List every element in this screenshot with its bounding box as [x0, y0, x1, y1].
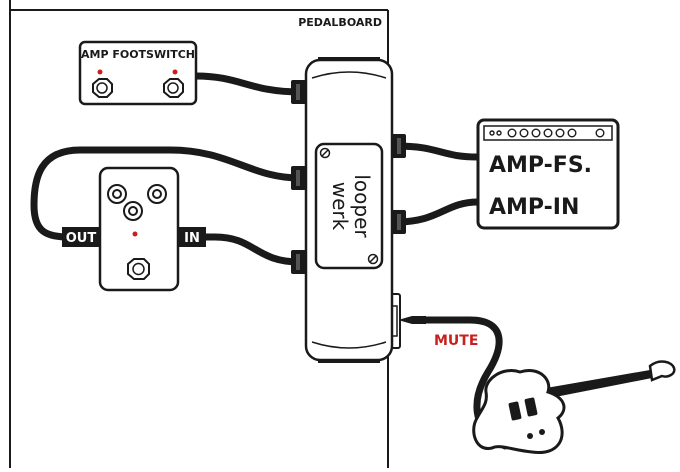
- in-tag: IN: [178, 227, 206, 247]
- cable-amp-in: [392, 198, 482, 226]
- footswitch-button-right: [163, 78, 184, 98]
- cable-amp-fs: [392, 142, 482, 161]
- out-label: OUT: [66, 231, 97, 246]
- screw-top: [319, 147, 331, 159]
- pedalboard-label: PEDALBOARD: [298, 16, 382, 29]
- logo-line-1: looper: [350, 174, 374, 238]
- looper-unit: looper werk: [291, 57, 406, 363]
- pedal-led: [132, 231, 138, 237]
- amp-fs-label: AMP-FS.: [489, 153, 592, 178]
- guitar-plug: [398, 316, 426, 324]
- cables: [30, 72, 509, 450]
- cable-loop-out: [30, 146, 304, 241]
- guitar: [472, 360, 676, 454]
- logo-line-2: werk: [328, 182, 352, 231]
- effect-pedal: [98, 166, 180, 292]
- knob-center: [123, 201, 143, 221]
- knob-right: [147, 184, 167, 204]
- screw-bottom: [367, 253, 379, 265]
- amp-control-panel: [489, 128, 605, 138]
- knob-left: [107, 184, 127, 204]
- footswitch-led-right: [172, 69, 178, 75]
- mute-label: MUTE: [434, 333, 478, 349]
- out-tag: OUT: [62, 227, 100, 247]
- amp-in-label: AMP-IN: [489, 195, 579, 220]
- amp-footswitch-label: AMP FOOTSWITCH: [81, 48, 195, 61]
- footswitch-led-left: [97, 69, 103, 75]
- cable-footswitch: [192, 72, 304, 96]
- footswitch-button-left: [92, 78, 113, 98]
- looperwerk-logo: looper werk: [328, 174, 374, 238]
- amp-footswitch: AMP FOOTSWITCH: [78, 40, 198, 106]
- cable-loop-in: [174, 233, 304, 266]
- pedal-footswitch: [127, 258, 150, 280]
- in-label: IN: [184, 231, 200, 246]
- amplifier: AMP-FS. AMP-IN: [476, 118, 620, 230]
